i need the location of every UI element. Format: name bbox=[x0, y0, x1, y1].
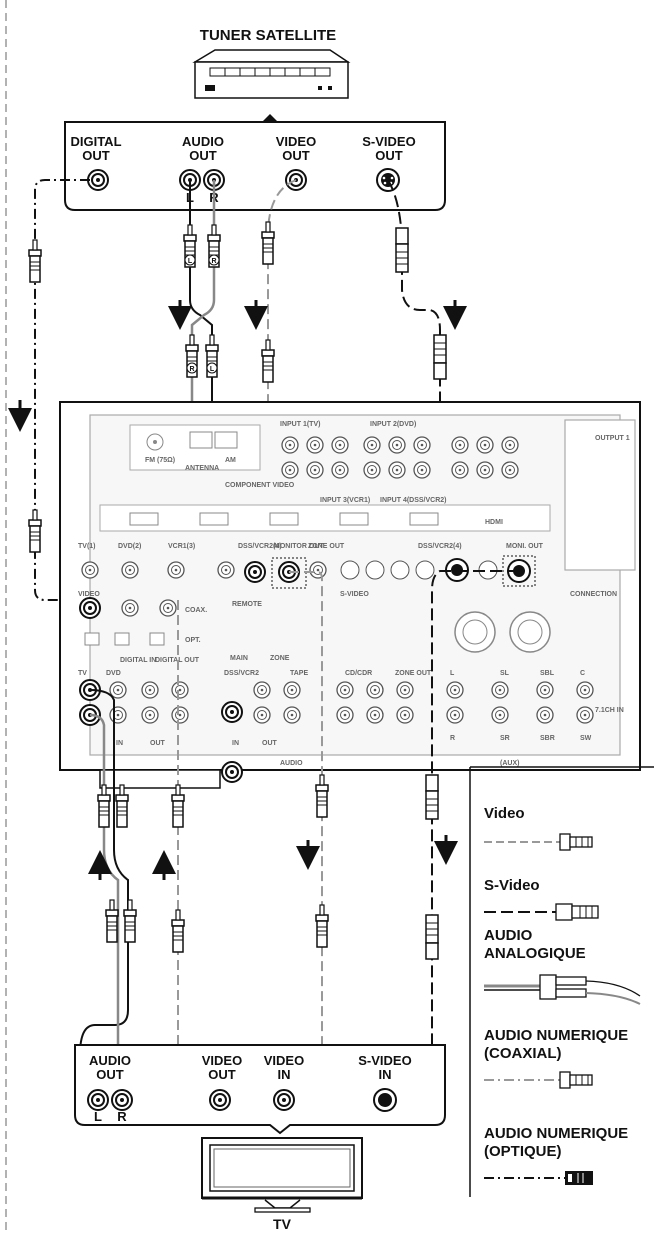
coax-plug-top bbox=[29, 240, 41, 282]
svg-text:CONNECTION: CONNECTION bbox=[570, 591, 617, 598]
component-jack bbox=[389, 437, 405, 453]
legend-svideo-swatch bbox=[484, 904, 598, 920]
component-jack bbox=[307, 462, 323, 478]
svg-text:SW: SW bbox=[580, 735, 592, 742]
coax-plug-bottom bbox=[29, 510, 41, 552]
tv-svideo-in-jack bbox=[374, 1089, 396, 1111]
svg-text:AUDIO: AUDIO bbox=[280, 760, 303, 767]
svideo-plug-bottom bbox=[426, 915, 438, 959]
component-jack bbox=[364, 437, 380, 453]
component-jack bbox=[477, 462, 493, 478]
legend-audio-coax-label: AUDIO NUMERIQUE(COAXIAL) bbox=[484, 1027, 628, 1062]
component-jack bbox=[502, 462, 518, 478]
hdmi-section: HDMI bbox=[100, 505, 550, 531]
legend-svideo-label: S-Video bbox=[484, 877, 540, 894]
tv-title: TV bbox=[273, 1216, 292, 1232]
svg-text:R: R bbox=[450, 735, 455, 742]
legend-audio-opt-swatch bbox=[484, 1171, 593, 1185]
svideo-plug-top bbox=[396, 228, 408, 272]
svg-text:CD/CDR: CD/CDR bbox=[345, 670, 372, 677]
component-jack bbox=[282, 462, 298, 478]
svg-text:IN: IN bbox=[116, 740, 123, 747]
svg-text:C: C bbox=[580, 670, 585, 677]
svg-text:IN: IN bbox=[232, 740, 239, 747]
svg-text:REMOTE: REMOTE bbox=[232, 601, 262, 608]
svg-text:INPUT 1(TV): INPUT 1(TV) bbox=[280, 421, 320, 428]
legend-audio-coax-swatch bbox=[484, 1072, 592, 1088]
svg-text:COAX.: COAX. bbox=[185, 607, 207, 614]
svg-text:DSS/VCR2: DSS/VCR2 bbox=[224, 670, 259, 677]
component-jack bbox=[477, 437, 493, 453]
svg-text:ZONE OUT: ZONE OUT bbox=[308, 543, 345, 550]
svg-text:AM: AM bbox=[225, 457, 236, 464]
svg-text:ZONE OUT: ZONE OUT bbox=[395, 670, 432, 677]
legend-video-label: Video bbox=[484, 805, 525, 822]
svg-text:VCR1(3): VCR1(3) bbox=[168, 543, 195, 550]
svg-text:DIGITAL IN: DIGITAL IN bbox=[120, 657, 156, 664]
svg-text:HDMI: HDMI bbox=[485, 519, 503, 526]
svg-text:L: L bbox=[450, 670, 455, 677]
tv-audio-l-jack bbox=[88, 1090, 108, 1110]
svg-text:COMPONENT VIDEO: COMPONENT VIDEO bbox=[225, 482, 295, 489]
receiver-coax-in-jack bbox=[80, 598, 100, 618]
tv-device bbox=[202, 1138, 362, 1212]
svg-text:INPUT 3(VCR1): INPUT 3(VCR1) bbox=[320, 497, 370, 504]
tv-video-in-jack bbox=[274, 1090, 294, 1110]
component-jack bbox=[452, 437, 468, 453]
svg-text:L: L bbox=[188, 258, 193, 265]
component-jack bbox=[364, 462, 380, 478]
svideo-plug-mid2 bbox=[426, 775, 438, 819]
component-jack bbox=[332, 462, 348, 478]
svg-text:OPT.: OPT. bbox=[185, 637, 201, 644]
svg-text:INPUT 2(DVD): INPUT 2(DVD) bbox=[370, 421, 416, 428]
component-jack bbox=[282, 437, 298, 453]
legend-audio-opt-label: AUDIO NUMERIQUE(OPTIQUE) bbox=[484, 1125, 628, 1160]
svg-text:S-VIDEO: S-VIDEO bbox=[340, 591, 369, 598]
svg-text:L: L bbox=[210, 366, 215, 373]
svg-text:SL: SL bbox=[500, 670, 510, 677]
svg-text:7.1CH IN: 7.1CH IN bbox=[595, 707, 624, 714]
svg-text:SBL: SBL bbox=[540, 670, 555, 677]
component-jack bbox=[502, 437, 518, 453]
svg-text:DSS/VCR2(4): DSS/VCR2(4) bbox=[418, 543, 462, 550]
tuner-digital-out-jack bbox=[88, 170, 108, 190]
svg-text:VIDEO: VIDEO bbox=[78, 591, 100, 598]
tv-right-mark: R bbox=[117, 1109, 127, 1124]
svg-text:ANTENNA: ANTENNA bbox=[185, 465, 219, 472]
svg-text:ZONE: ZONE bbox=[270, 655, 290, 662]
svg-text:DVD(2): DVD(2) bbox=[118, 543, 141, 550]
svg-text:INPUT 4(DSS/VCR2): INPUT 4(DSS/VCR2) bbox=[380, 497, 447, 504]
svg-text:R: R bbox=[211, 258, 216, 265]
svg-text:FM (75Ω): FM (75Ω) bbox=[145, 457, 175, 464]
legend-video-swatch bbox=[484, 834, 592, 850]
svg-text:DVD: DVD bbox=[106, 670, 121, 677]
svg-text:MAIN: MAIN bbox=[230, 655, 248, 662]
component-jack bbox=[307, 437, 323, 453]
svg-text:OUT: OUT bbox=[262, 740, 278, 747]
satellite-tuner-device bbox=[195, 50, 348, 98]
component-jack bbox=[332, 437, 348, 453]
svg-text:OUT: OUT bbox=[150, 740, 166, 747]
component-jack bbox=[389, 462, 405, 478]
svg-text:TV: TV bbox=[78, 670, 87, 677]
component-jack bbox=[414, 437, 430, 453]
legend-audio-analog-swatch bbox=[484, 975, 640, 1004]
svg-text:R: R bbox=[189, 366, 194, 373]
svg-text:TV(1): TV(1) bbox=[78, 543, 96, 550]
svg-text:TAPE: TAPE bbox=[290, 670, 308, 677]
tuner-title: TUNER SATELLITE bbox=[200, 27, 336, 44]
svg-text:MONI. OUT: MONI. OUT bbox=[506, 543, 544, 550]
component-jack bbox=[452, 462, 468, 478]
svg-text:(AUX): (AUX) bbox=[500, 760, 519, 767]
tv-video-out-jack bbox=[210, 1090, 230, 1110]
svideo-plug-mid bbox=[434, 335, 446, 379]
svg-text:OUTPUT 1: OUTPUT 1 bbox=[595, 435, 630, 442]
component-jack bbox=[414, 462, 430, 478]
svg-text:SBR: SBR bbox=[540, 735, 555, 742]
tv-audio-r-jack bbox=[112, 1090, 132, 1110]
tv-left-mark: L bbox=[94, 1109, 102, 1124]
svg-text:SR: SR bbox=[500, 735, 510, 742]
